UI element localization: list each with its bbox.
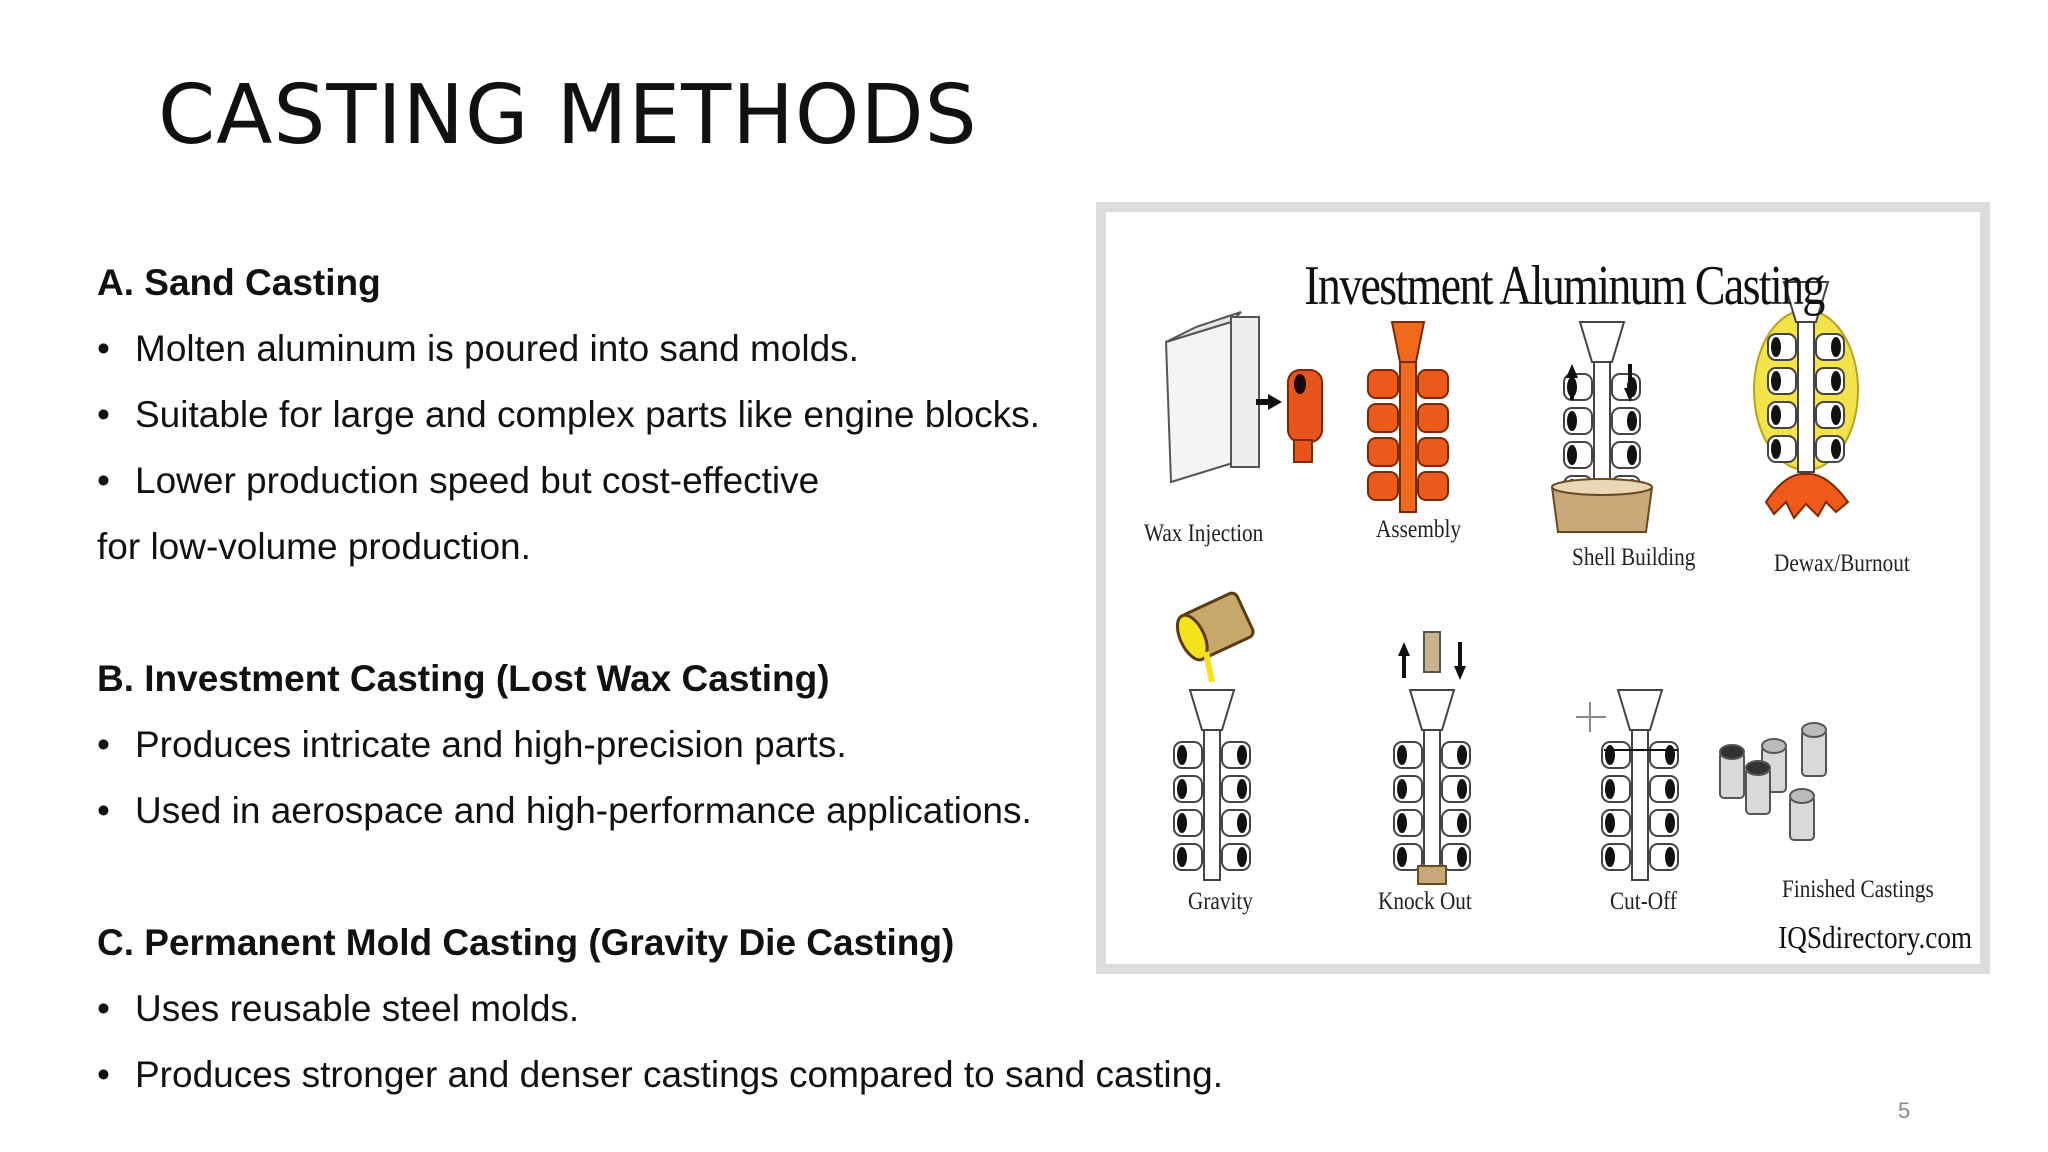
- investment-casting-diagram: Investment Aluminum Casting Wax Injectio…: [1096, 202, 1990, 974]
- bullet-item: •Used in aerospace and high-performance …: [97, 778, 1257, 844]
- section-heading-permanent-mold: C. Permanent Mold Casting (Gravity Die C…: [97, 922, 955, 963]
- figure-credit: IQSdirectory.com: [1778, 919, 1972, 955]
- finished-castings-icon: [1719, 722, 1827, 841]
- wax-injection-icon: [1164, 311, 1323, 484]
- cut-off-icon: [1576, 689, 1679, 881]
- page-number: 5: [1898, 1098, 1911, 1123]
- bullet-item: •Suitable for large and complex parts li…: [97, 382, 1257, 448]
- step-label: Shell Building: [1572, 544, 1696, 571]
- step-label: Assembly: [1376, 516, 1461, 543]
- bullet-icon: •: [97, 328, 110, 369]
- bullet-continuation: for low-volume production.: [97, 526, 531, 567]
- assembly-icon: [1367, 321, 1449, 513]
- step-label: Wax Injection: [1144, 520, 1264, 547]
- slide-body: A. Sand Casting •Molten aluminum is pour…: [97, 250, 1257, 1108]
- bullet-item: •Uses reusable steel molds.: [97, 976, 1257, 1042]
- step-label: Gravity: [1188, 888, 1253, 915]
- process-illustration: [1164, 281, 1859, 885]
- shell-building-icon: [1550, 321, 1654, 533]
- bullet-icon: •: [97, 394, 110, 435]
- bullet-icon: •: [97, 724, 110, 765]
- step-label: Knock Out: [1378, 888, 1472, 915]
- bullet-item: •Lower production speed but cost-effecti…: [97, 448, 1257, 514]
- bullet-item: •Produces intricate and high-precision p…: [97, 712, 1257, 778]
- bullet-icon: •: [97, 988, 110, 1029]
- step-label: Finished Castings: [1782, 876, 1934, 903]
- knock-out-icon: [1393, 631, 1471, 885]
- bullet-icon: •: [97, 1054, 110, 1095]
- dewax-burnout-icon: [1753, 281, 1859, 520]
- step-label: Cut-Off: [1610, 888, 1677, 915]
- section-heading-investment-casting: B. Investment Casting (Lost Wax Casting): [97, 658, 830, 699]
- bullet-item: •Produces stronger and denser castings c…: [97, 1042, 1257, 1108]
- step-label: Dewax/Burnout: [1774, 550, 1910, 577]
- gravity-icon: [1173, 591, 1255, 881]
- figure-title: Investment Aluminum Casting: [1304, 255, 1825, 317]
- bullet-item: •Molten aluminum is poured into sand mol…: [97, 316, 1257, 382]
- slide-title: CASTING METHODS: [158, 68, 978, 163]
- bullet-icon: •: [97, 460, 110, 501]
- section-heading-sand-casting: A. Sand Casting: [97, 262, 381, 303]
- bullet-icon: •: [97, 790, 110, 831]
